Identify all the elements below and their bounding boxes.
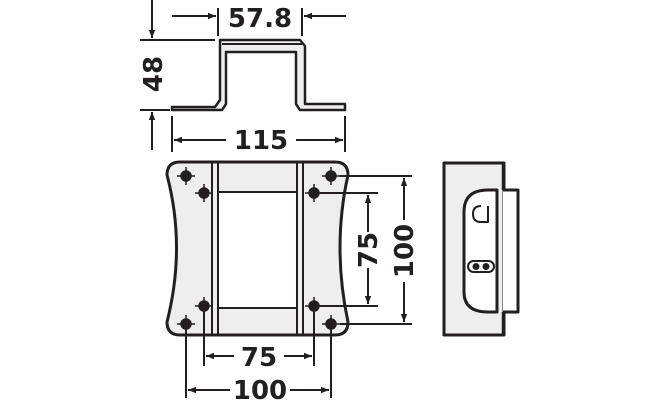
dim-plate-width	[185, 330, 332, 398]
label-overall-length: 115	[234, 126, 288, 156]
label-plate-width: 100	[233, 376, 287, 400]
label-profile-height: 48	[139, 56, 169, 92]
label-plate-height: 100	[390, 224, 420, 278]
profile-view	[170, 38, 347, 112]
hole-outer-tl	[177, 167, 195, 185]
hole-inner-tl	[195, 184, 213, 202]
dim-overall-length	[171, 116, 346, 152]
side-view	[442, 161, 520, 337]
dim-profile-width	[172, 8, 346, 36]
label-profile-width: 57.8	[228, 4, 292, 34]
hole-outer-tr	[322, 167, 340, 185]
dim-plate-height	[340, 175, 412, 325]
label-hole-spacing-vertical: 75	[354, 232, 384, 268]
dim-profile-height	[140, 0, 215, 150]
label-hole-spacing-horizontal: 75	[241, 343, 277, 373]
hole-inner-br	[305, 297, 323, 315]
dim-hole-spacing-vertical	[320, 192, 378, 307]
dim-hole-spacing-horizontal	[203, 312, 315, 366]
plate-view	[165, 160, 350, 337]
hole-outer-bl	[177, 315, 195, 333]
